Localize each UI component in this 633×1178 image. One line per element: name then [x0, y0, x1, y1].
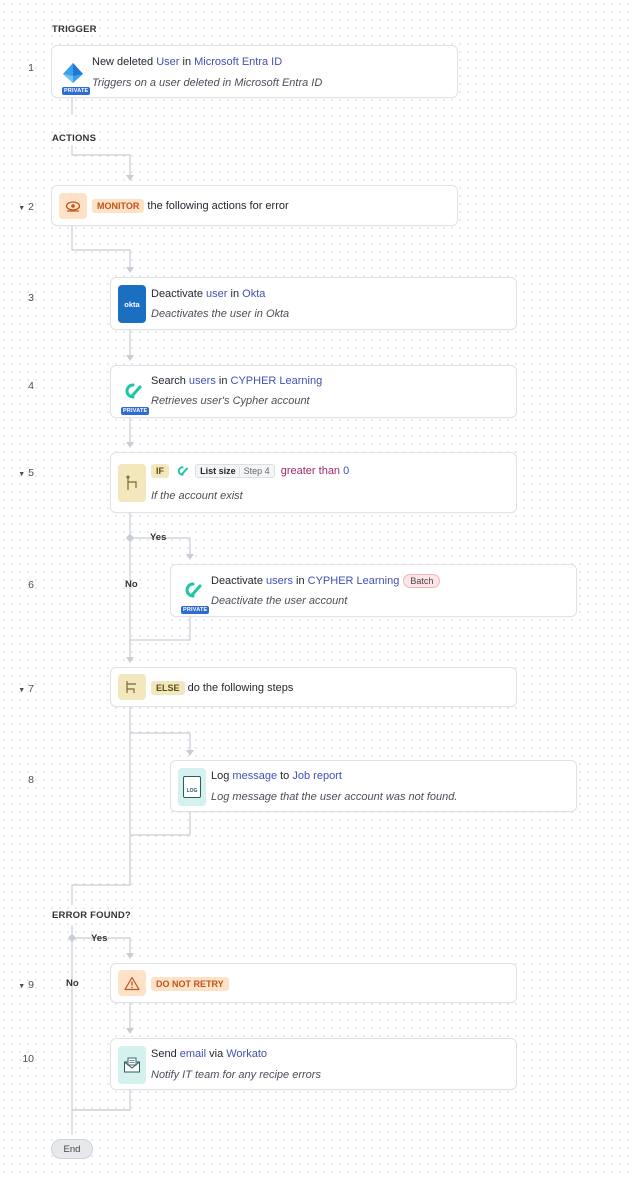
step-10-subtitle: Notify IT team for any recipe errors	[151, 1069, 321, 1081]
step-2-monitor-card[interactable]: MONITOR the following actions for error	[51, 185, 458, 226]
cypher-learning-icon	[118, 372, 146, 410]
step-6-cypher-card[interactable]: PRIVATE Deactivate users in CYPHER Learn…	[170, 564, 577, 617]
step-8-log-card[interactable]: LOG Log message to Job report Log messag…	[170, 760, 577, 812]
step-4-title: Search users in CYPHER Learning	[151, 375, 323, 387]
batch-tag: Batch	[403, 574, 441, 588]
private-badge: PRIVATE	[181, 606, 210, 614]
step-4-cypher-card[interactable]: PRIVATE Search users in CYPHER Learning …	[110, 365, 517, 418]
step-8-title: Log message to Job report	[211, 770, 342, 782]
if-no-label: No	[125, 579, 138, 590]
else-branch-icon	[118, 674, 146, 700]
step-number-2[interactable]: ▼2	[18, 201, 34, 213]
step-7-title: ELSE do the following steps	[151, 681, 293, 695]
eye-icon	[59, 193, 87, 219]
microsoft-entra-icon	[59, 54, 87, 92]
step-10-email-card[interactable]: Send email via Workato Notify IT team fo…	[110, 1038, 517, 1090]
step-5-subtitle: If the account exist	[151, 490, 243, 502]
private-badge: PRIVATE	[62, 87, 91, 95]
step-number-10: 10	[22, 1053, 34, 1065]
step-9-title: DO NOT RETRY	[151, 977, 229, 991]
collapse-caret-icon[interactable]: ▼	[18, 471, 26, 478]
step-9-do-not-retry-card[interactable]: DO NOT RETRY	[110, 963, 517, 1003]
if-yes-label: Yes	[150, 532, 167, 543]
error-no-label: No	[66, 978, 79, 989]
error-yes-label: Yes	[91, 933, 108, 944]
collapse-caret-icon[interactable]: ▼	[18, 983, 26, 990]
step-number-3: 3	[28, 292, 34, 304]
cypher-learning-icon	[178, 571, 206, 609]
step-number-5[interactable]: ▼5	[18, 467, 34, 479]
end-node: End	[51, 1139, 93, 1159]
error-found-label: ERROR FOUND?	[52, 910, 131, 921]
step-number-1: 1	[28, 62, 34, 74]
step-number-8: 8	[28, 774, 34, 786]
actions-section-label: ACTIONS	[52, 133, 97, 144]
step-7-else-card[interactable]: ELSE do the following steps	[110, 667, 517, 707]
email-icon	[118, 1046, 146, 1084]
okta-icon: okta	[118, 285, 146, 323]
step-1-trigger-card[interactable]: PRIVATE New deleted User in Microsoft En…	[51, 45, 458, 98]
branch-icon	[118, 464, 146, 502]
trigger-section-label: TRIGGER	[52, 24, 97, 35]
step-3-okta-card[interactable]: okta Deactivate user in Okta Deactivates…	[110, 277, 517, 330]
step-1-subtitle: Triggers on a user deleted in Microsoft …	[92, 77, 323, 89]
private-badge: PRIVATE	[121, 407, 150, 415]
step-number-4: 4	[28, 380, 34, 392]
step-1-title: New deleted User in Microsoft Entra ID	[92, 56, 283, 68]
step-3-title: Deactivate user in Okta	[151, 288, 266, 300]
warning-icon	[118, 970, 146, 996]
step-number-9[interactable]: ▼9	[18, 979, 34, 991]
cypher-learning-icon	[177, 466, 189, 476]
step-2-title: MONITOR the following actions for error	[92, 199, 289, 213]
step-3-subtitle: Deactivates the user in Okta	[151, 308, 290, 320]
step-6-subtitle: Deactivate the user account	[211, 595, 348, 607]
step-4-subtitle: Retrieves user's Cypher account	[151, 395, 310, 407]
collapse-caret-icon[interactable]: ▼	[18, 205, 26, 212]
collapse-caret-icon[interactable]: ▼	[18, 687, 26, 694]
step-10-title: Send email via Workato	[151, 1048, 268, 1060]
log-icon: LOG	[178, 768, 206, 806]
step-number-7[interactable]: ▼7	[18, 683, 34, 695]
step-number-6: 6	[28, 579, 34, 591]
step-8-subtitle: Log message that the user account was no…	[211, 791, 458, 803]
